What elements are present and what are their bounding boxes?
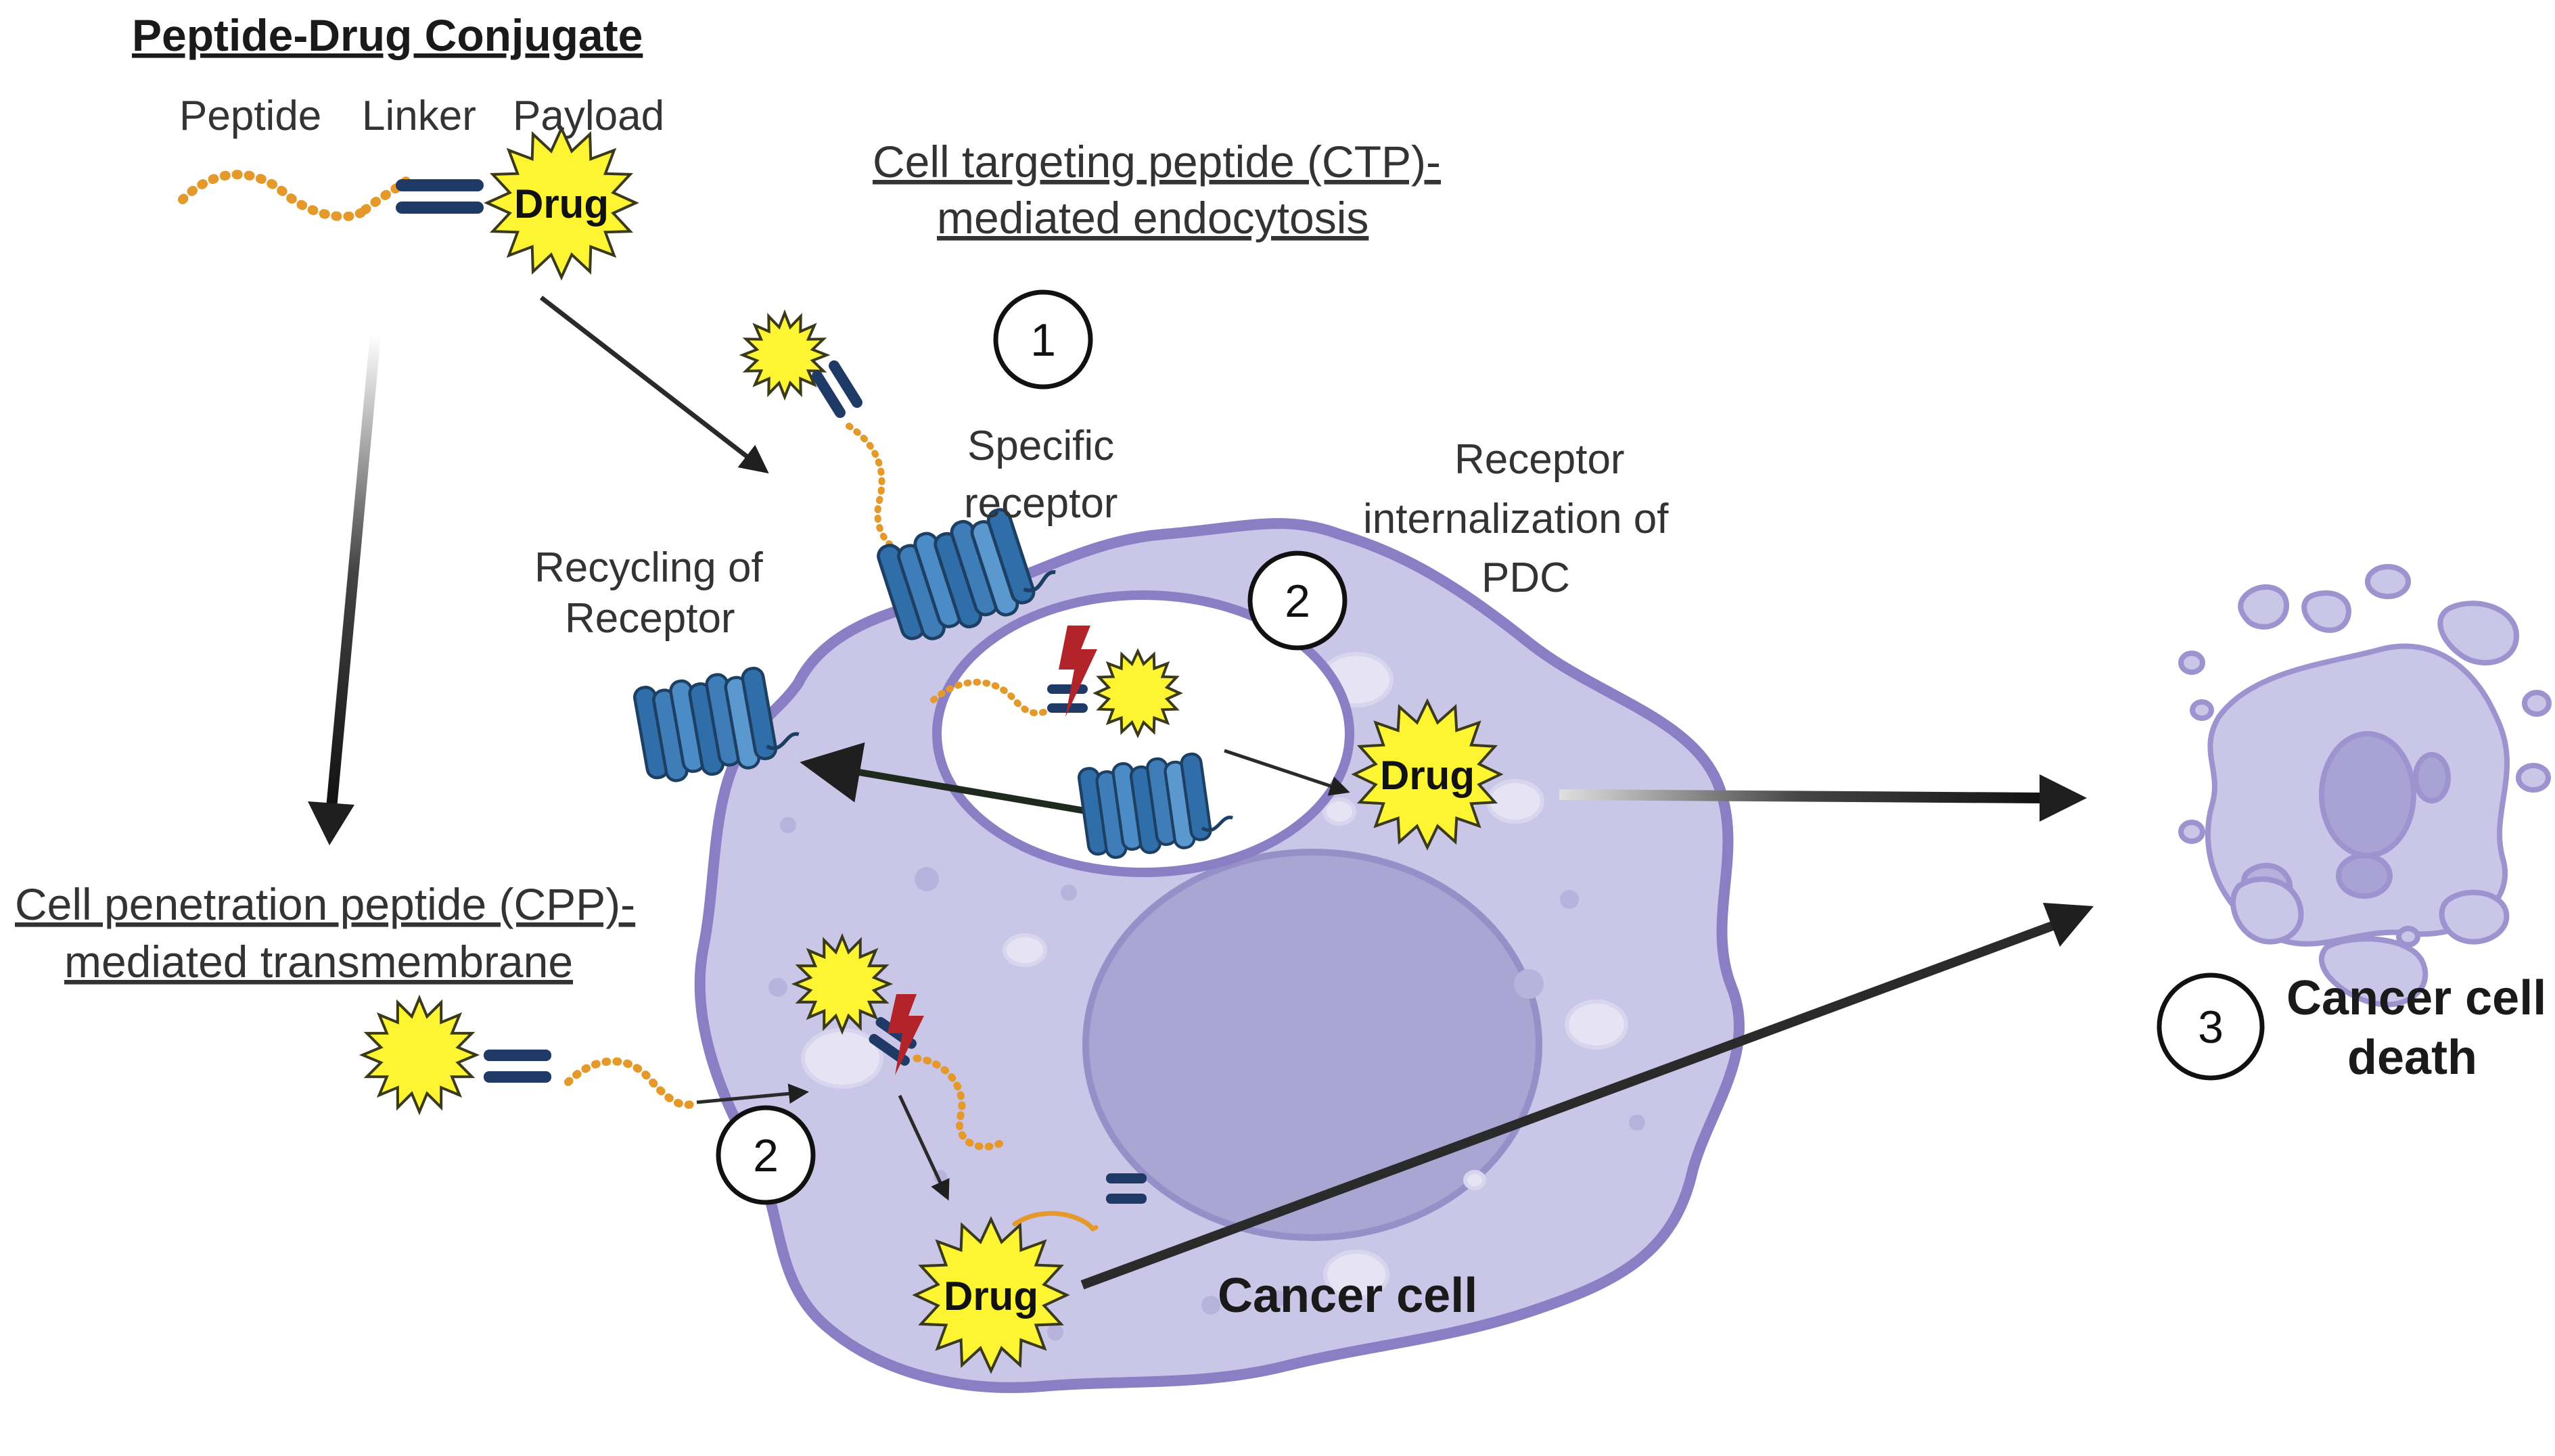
recycling-line2: Receptor — [565, 595, 735, 642]
svg-text:2: 2 — [753, 1130, 779, 1181]
drug-star-shape — [912, 1216, 1070, 1374]
drug-star-shape — [1092, 648, 1183, 738]
receptor-internalized — [1077, 752, 1233, 859]
endosome-contents — [930, 626, 1097, 717]
peptide-label: Peptide — [179, 93, 321, 139]
drug-starburst-legend: Drug — [484, 125, 639, 281]
drug-starburst-cpp-released: Drug — [912, 1216, 1070, 1374]
drug-starburst-ctp — [739, 309, 831, 401]
receptor-helix — [741, 666, 778, 761]
cpp-heading-line1: Cell penetration peptide (CPP)- — [15, 879, 635, 929]
drug-label: Drug — [944, 1273, 1038, 1319]
flow-arrows — [308, 296, 2094, 1290]
drug-starburst-cpp-inside — [791, 933, 894, 1035]
internalization-line1: Receptor — [1454, 436, 1625, 483]
ctp-heading-line1: Cell targeting peptide (CTP)- — [873, 137, 1441, 187]
internalization-line2: internalization of — [1363, 496, 1669, 542]
step-badge-3: 3 — [2157, 972, 2265, 1081]
pdc-title: Peptide-Drug Conjugate — [132, 10, 643, 60]
receptor-recycled — [633, 666, 800, 782]
peptide-chain — [178, 170, 370, 222]
drug-label: Drug — [514, 181, 609, 227]
internalization-line3: PDC — [1481, 555, 1570, 601]
ctp-pdc — [812, 360, 910, 558]
labels: Peptide-Drug Conjugate Peptide Linker Pa… — [15, 10, 2546, 1323]
cleavage-bolt-icon — [888, 994, 924, 1075]
step-badge-2-top: 2 — [1247, 550, 1348, 651]
receptors — [633, 508, 1233, 859]
svg-text:1: 1 — [1030, 314, 1056, 366]
drug-label: Drug — [1380, 753, 1475, 798]
specific-receptor-line1: Specific — [967, 423, 1114, 469]
cancer-cell — [694, 518, 1745, 1393]
drug-star-shape — [1351, 698, 1504, 851]
step-badge-1: 1 — [993, 289, 1093, 390]
payload-label: Payload — [513, 93, 664, 139]
receptor-tail — [766, 732, 800, 750]
drug-star-shape — [359, 994, 480, 1116]
nucleus — [1082, 849, 1542, 1241]
cpp-pdc — [484, 994, 1147, 1231]
drug-star-shape — [739, 309, 831, 401]
cell-granules — [768, 817, 1645, 1340]
dead-cell-fragments — [2178, 564, 2552, 1008]
drug-star-shape — [484, 125, 639, 281]
linker-bar — [396, 179, 484, 191]
receptor-helix — [986, 508, 1036, 605]
svg-text:2: 2 — [1285, 576, 1310, 627]
linker-label: Linker — [362, 93, 476, 139]
svg-text:3: 3 — [2198, 1002, 2224, 1053]
pdc-legend — [178, 170, 484, 222]
drug-starburst-released: Drug — [1351, 698, 1504, 851]
specific-receptor-line2: receptor — [964, 480, 1118, 527]
cancer-death-line2: death — [2347, 1031, 2477, 1085]
receptor-tail — [1023, 570, 1056, 592]
cpp-heading-line2: mediated transmembrane — [64, 937, 573, 987]
receptor-membrane — [877, 508, 1056, 640]
recycling-line1: Recycling of — [534, 544, 763, 591]
step-badges: 1 2 2 3 — [716, 289, 2265, 1205]
drug-starburst-cpp-outside — [359, 994, 480, 1116]
cancer-cell-label: Cancer cell — [1218, 1269, 1477, 1323]
drug-starburst-endosome — [1092, 648, 1183, 738]
drug-star-shape — [791, 933, 894, 1035]
cell-vesicles — [801, 652, 1628, 1300]
cleavage-bolt-icon — [1059, 626, 1097, 717]
cancer-death-line1: Cancer cell — [2286, 971, 2546, 1025]
step-badge-2-bottom: 2 — [716, 1105, 816, 1205]
receptor-tail — [1201, 816, 1233, 832]
ctp-heading-line2: mediated endocytosis — [937, 193, 1368, 243]
receptor-helix — [1180, 752, 1212, 841]
